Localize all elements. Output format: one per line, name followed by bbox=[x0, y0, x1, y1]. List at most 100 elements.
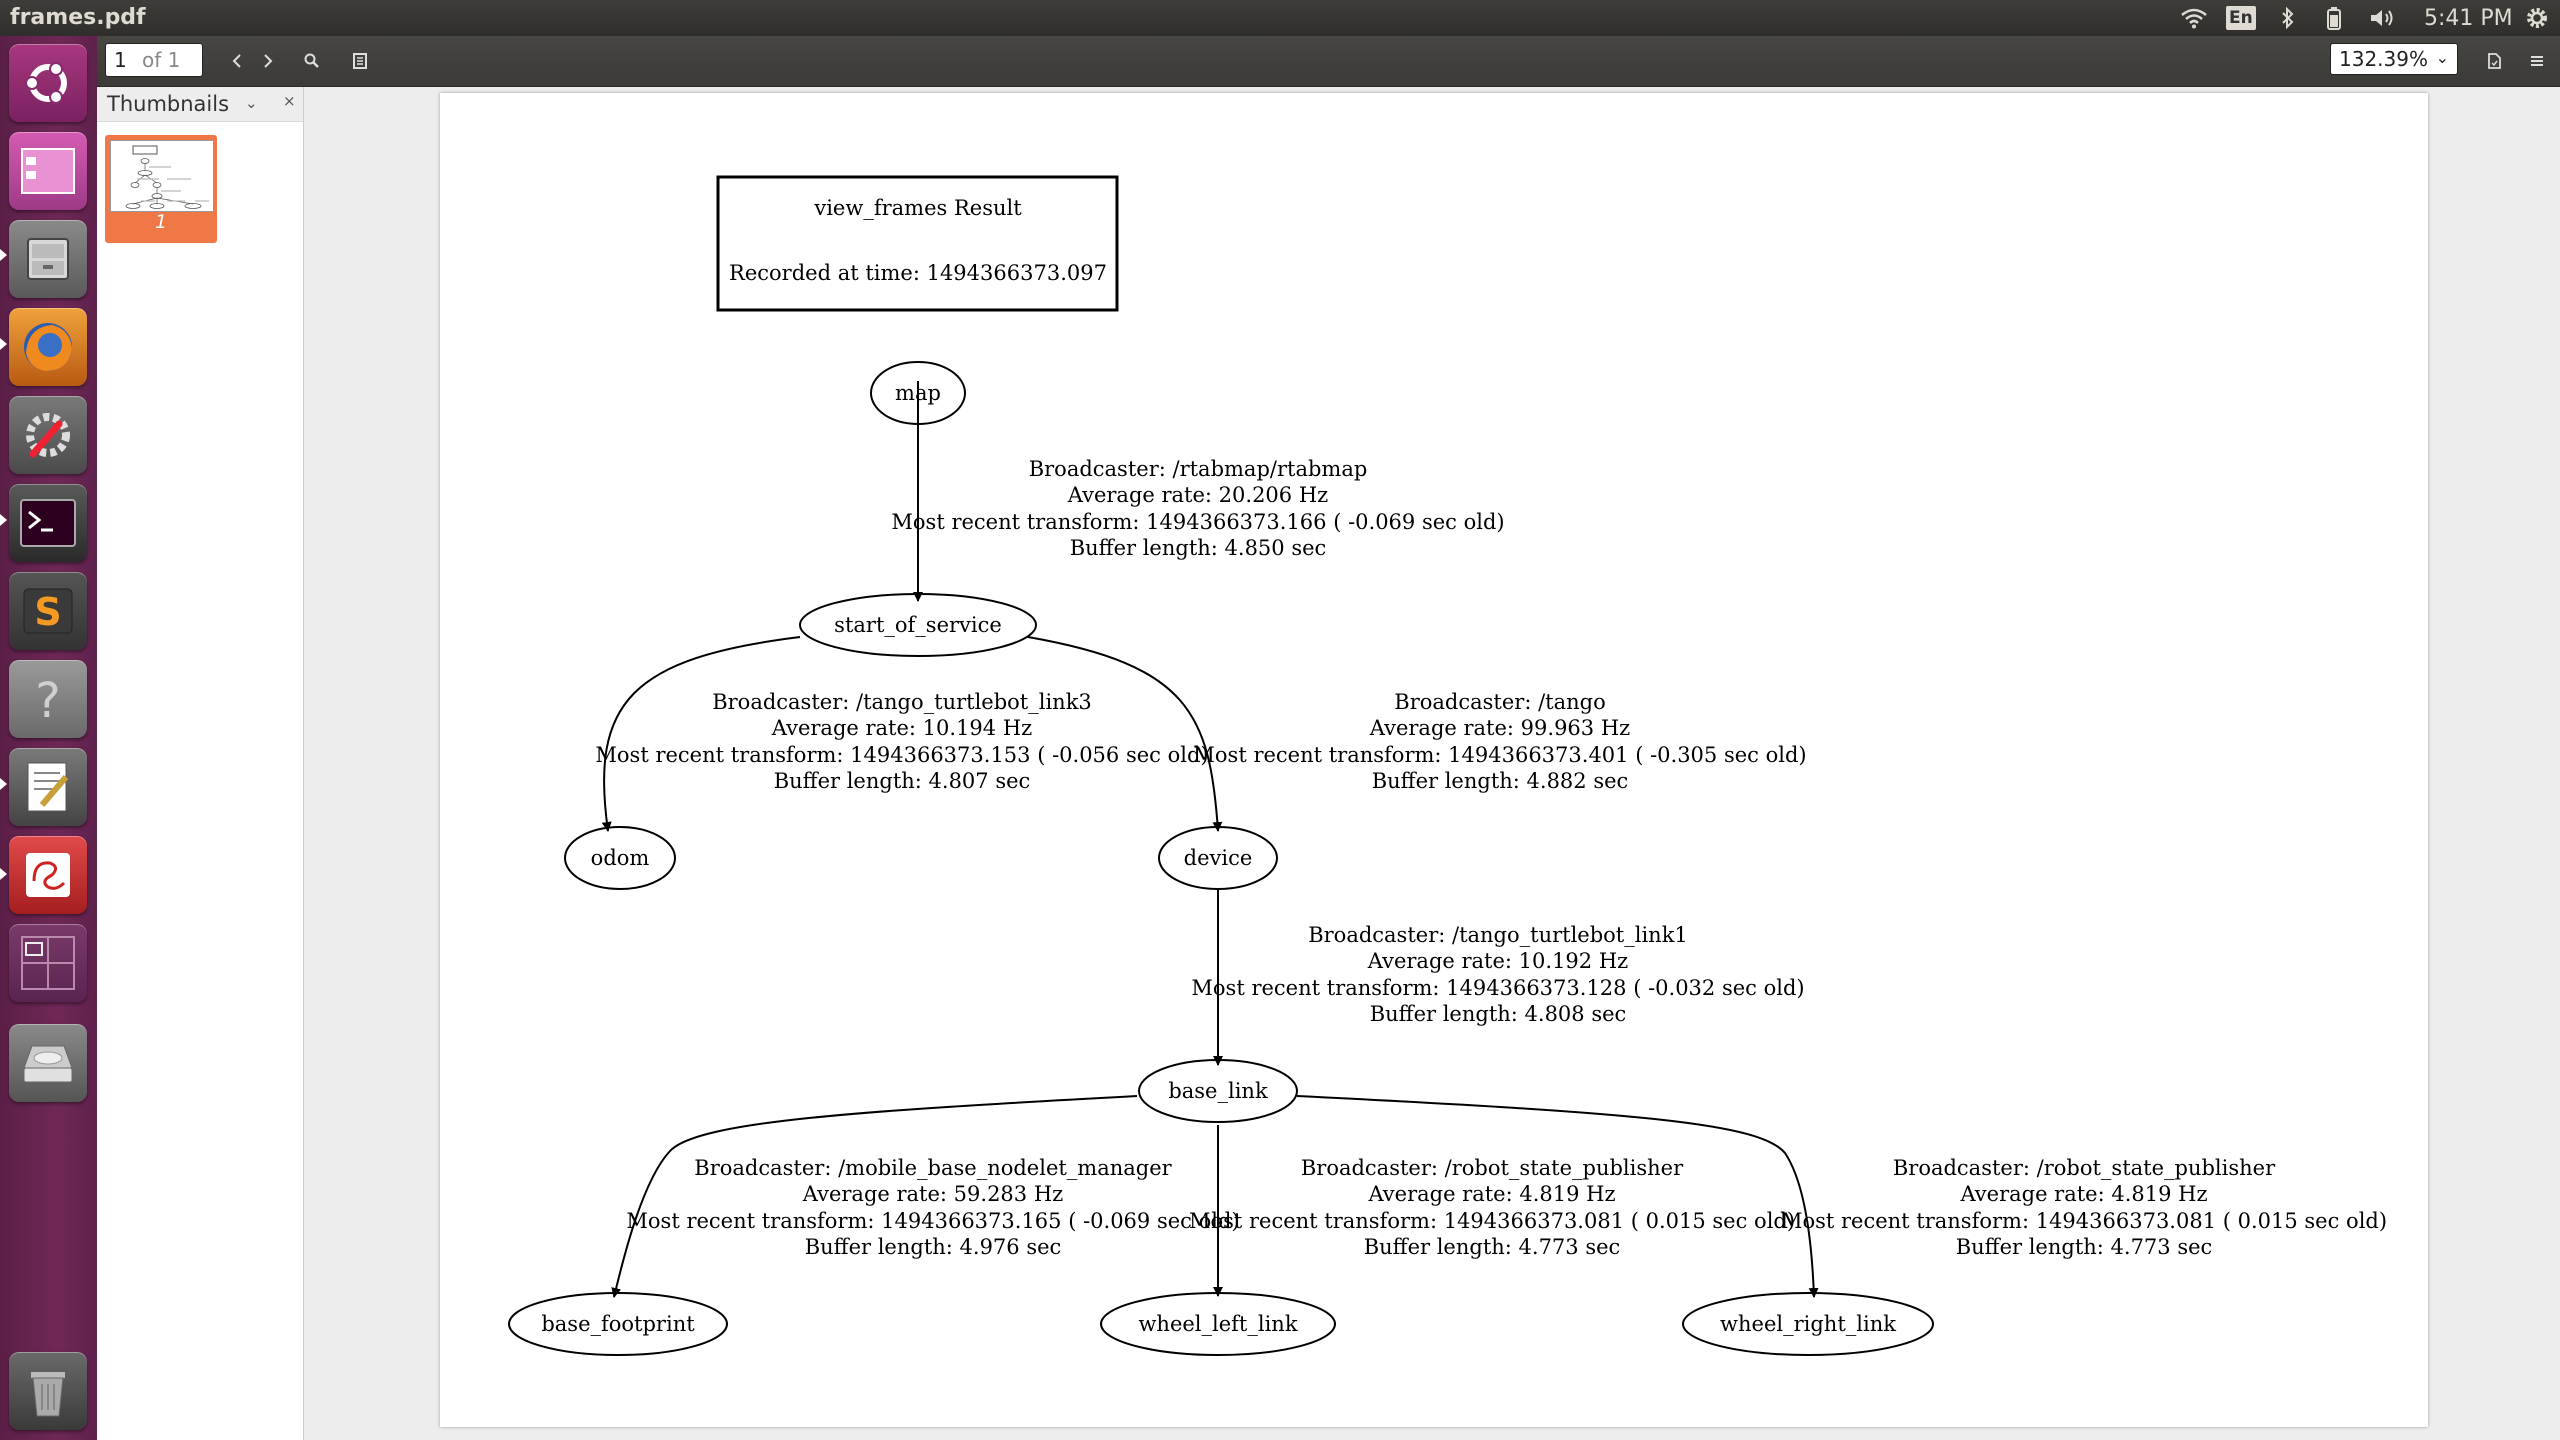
page-total-label: of 1 bbox=[142, 48, 181, 72]
edge-label-line: Most recent transform: 1494366373.081 ( … bbox=[1781, 1209, 2387, 1233]
zoom-selector[interactable]: 132.39% ⌄ bbox=[2330, 43, 2458, 75]
terminal-button[interactable] bbox=[9, 484, 87, 562]
running-indicator-icon bbox=[0, 514, 7, 526]
edge-label-base_link-wheel_right_link: Broadcaster: /robot_state_publisher Aver… bbox=[1781, 1156, 2387, 1259]
close-icon[interactable]: × bbox=[283, 92, 296, 110]
node-base_footprint: base_footprint bbox=[508, 1292, 728, 1356]
edge-label-line: Buffer length: 4.773 sec bbox=[1956, 1235, 2213, 1259]
volume-icon[interactable] bbox=[2366, 4, 2400, 32]
node-odom: odom bbox=[564, 826, 676, 890]
next-page-button[interactable] bbox=[253, 46, 283, 76]
thumbnail-page-number: 1 bbox=[154, 211, 168, 233]
recorded-time: Recorded at time: 1494366373.097 bbox=[729, 261, 1107, 285]
workspaces-button[interactable] bbox=[9, 924, 87, 1002]
disk-drive-button[interactable] bbox=[9, 1024, 87, 1102]
workspace-switcher-button[interactable] bbox=[9, 132, 87, 210]
svg-text:S: S bbox=[34, 590, 61, 634]
workspaces-grid-icon bbox=[21, 936, 75, 990]
firefox-button[interactable] bbox=[9, 308, 87, 386]
node-label: device bbox=[1184, 846, 1253, 870]
node-label: start_of_service bbox=[834, 613, 1002, 637]
sidebar-header: Thumbnails ⌄ × bbox=[97, 87, 303, 122]
files-button[interactable] bbox=[9, 220, 87, 298]
page-thumbnail[interactable]: 1 bbox=[105, 135, 217, 243]
help-button[interactable]: ? bbox=[9, 660, 87, 738]
gear-icon[interactable] bbox=[2522, 4, 2552, 32]
edge-label-line: Buffer length: 4.976 sec bbox=[805, 1235, 1062, 1259]
edge-label-device-base_link: Broadcaster: /tango_turtlebot_link1 Aver… bbox=[1191, 923, 1804, 1026]
save-copy-button[interactable] bbox=[2479, 46, 2509, 76]
result-title-box bbox=[716, 175, 1119, 312]
node-label: base_footprint bbox=[541, 1312, 695, 1336]
edge-label-base_link-wheel_left_link: Broadcaster: /robot_state_publisher Aver… bbox=[1189, 1156, 1795, 1259]
text-editor-button[interactable] bbox=[9, 748, 87, 826]
settings-wrench-icon bbox=[26, 413, 70, 458]
help-icon: ? bbox=[35, 673, 60, 727]
edge-label-map-start_of_service: Broadcaster: /rtabmap/rtabmap Average ra… bbox=[891, 457, 1504, 560]
edge-label-line: Broadcaster: /tango bbox=[1394, 690, 1605, 714]
previous-page-button[interactable] bbox=[222, 46, 252, 76]
edge-label-line: Buffer length: 4.808 sec bbox=[1370, 1002, 1627, 1026]
sublime-text-button[interactable]: S bbox=[9, 572, 87, 650]
chevron-down-icon[interactable]: ⌄ bbox=[245, 94, 258, 112]
edge-label-line: Most recent transform: 1494366373.128 ( … bbox=[1191, 976, 1804, 1000]
clock[interactable]: 5:41 PM bbox=[2424, 5, 2513, 31]
svg-text:?: ? bbox=[35, 673, 60, 727]
edge-label-line: Buffer length: 4.773 sec bbox=[1364, 1235, 1621, 1259]
edge-start_of_service-device bbox=[1027, 636, 1223, 832]
edge-label-start_of_service-device: Broadcaster: /tango Average rate: 99.963… bbox=[1193, 690, 1806, 793]
thumbnail-preview bbox=[110, 140, 214, 212]
wifi-icon[interactable] bbox=[2178, 4, 2210, 32]
edge-base_link-base_footprint bbox=[611, 1095, 1138, 1298]
edge-label-line: Buffer length: 4.882 sec bbox=[1372, 769, 1629, 793]
node-map: map bbox=[870, 361, 966, 425]
dash-home-button[interactable] bbox=[9, 44, 87, 122]
edge-label-line: Buffer length: 4.807 sec bbox=[774, 769, 1031, 793]
trash-button[interactable] bbox=[9, 1352, 87, 1430]
edge-label-line: Buffer length: 4.850 sec bbox=[1070, 536, 1327, 560]
edge-label-line: Average rate: 4.819 Hz bbox=[1367, 1182, 1615, 1206]
edge-base_link-wheel_right_link bbox=[1296, 1095, 1819, 1298]
launcher: S ? bbox=[0, 36, 99, 1440]
find-button[interactable] bbox=[297, 46, 327, 76]
sidebar-toggle-button[interactable] bbox=[345, 46, 375, 76]
keyboard-layout-indicator[interactable]: En bbox=[2226, 6, 2256, 30]
chevron-right-icon bbox=[264, 54, 273, 68]
running-indicator-icon bbox=[0, 249, 7, 261]
page-current-input[interactable]: 1 bbox=[114, 48, 127, 72]
toolbar: 1 of 1 132.39% ⌄ bbox=[97, 36, 2560, 87]
sidebar-icon bbox=[353, 53, 367, 69]
edge-label-line: Average rate: 4.819 Hz bbox=[1959, 1182, 2207, 1206]
thumbnails-sidebar: Thumbnails ⌄ × 1 bbox=[97, 87, 304, 1440]
sublime-icon: S bbox=[23, 588, 73, 634]
edge-label-start_of_service-odom: Broadcaster: /tango_turtlebot_link3 Aver… bbox=[595, 690, 1208, 793]
edge-label-line: Broadcaster: /tango_turtlebot_link1 bbox=[1308, 923, 1688, 947]
top-panel: frames.pdf En 5:41 PM bbox=[0, 0, 2560, 36]
battery-icon[interactable] bbox=[2322, 4, 2346, 32]
chevron-left-icon bbox=[232, 54, 241, 68]
edge-label-line: Average rate: 10.192 Hz bbox=[1367, 949, 1628, 973]
edge-label-line: Average rate: 99.963 Hz bbox=[1369, 716, 1630, 740]
bluetooth-icon[interactable] bbox=[2276, 4, 2300, 32]
page-number-entry[interactable]: 1 of 1 bbox=[105, 43, 203, 77]
edge-label-line: Most recent transform: 1494366373.165 ( … bbox=[626, 1209, 1239, 1233]
sidebar-mode-selector[interactable]: Thumbnails bbox=[107, 92, 230, 116]
node-start_of_service: start_of_service bbox=[799, 593, 1037, 657]
running-indicator-icon bbox=[0, 778, 7, 790]
node-base_link: base_link bbox=[1138, 1059, 1298, 1123]
edge-label-line: Broadcaster: /tango_turtlebot_link3 bbox=[712, 690, 1092, 714]
menu-button[interactable] bbox=[2522, 46, 2552, 76]
edge-start_of_service-odom bbox=[601, 636, 801, 832]
window-title: frames.pdf bbox=[10, 5, 146, 30]
edge-label-line: Average rate: 59.283 Hz bbox=[802, 1182, 1063, 1206]
document-viewer-button[interactable] bbox=[9, 836, 87, 914]
edge-label-base_link-base_footprint: Broadcaster: /mobile_base_nodelet_manage… bbox=[626, 1156, 1239, 1259]
document-view[interactable]: view_frames Result Recorded at time: 149… bbox=[304, 87, 2560, 1440]
node-label: base_link bbox=[1168, 1079, 1268, 1103]
text-editor-icon bbox=[27, 762, 69, 812]
running-indicator-icon bbox=[0, 338, 7, 350]
node-wheel_left_link: wheel_left_link bbox=[1100, 1292, 1336, 1356]
system-settings-button[interactable] bbox=[9, 396, 87, 474]
tf-frames-graph: view_frames Result Recorded at time: 149… bbox=[508, 175, 2387, 1356]
node-label: wheel_left_link bbox=[1138, 1312, 1297, 1336]
